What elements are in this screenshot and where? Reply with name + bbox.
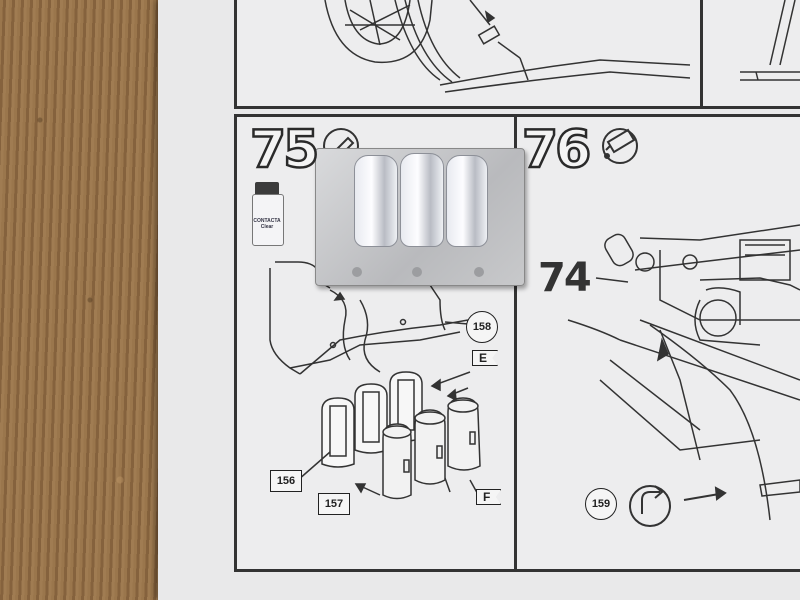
- clear-lens-3: [446, 155, 488, 247]
- lens-parts-157: [382, 397, 481, 500]
- clear-lens-2: [400, 153, 444, 247]
- top-panel-right: [700, 0, 800, 109]
- callout-74: 74: [538, 255, 592, 301]
- glue-jar-body: [252, 194, 284, 246]
- glue-tube-icon: [602, 128, 638, 164]
- wheel-drawing: [324, 0, 691, 93]
- top-right-drawing: [740, 0, 800, 81]
- top-panel-left: [234, 0, 706, 109]
- window-frame-drawing: [269, 261, 469, 375]
- part-label-159: 159: [585, 488, 617, 520]
- glue-jar: CONTACTA Clear: [251, 182, 284, 246]
- glue-jar-label: CONTACTA Clear: [253, 218, 281, 230]
- engine-drawing: [567, 224, 800, 521]
- sprue-gate-3: [474, 267, 484, 277]
- clear-lens-1: [354, 155, 398, 247]
- part-label-157: 157: [318, 493, 350, 515]
- sprue-gate-1: [352, 267, 362, 277]
- rotate-arrow-icon: [629, 485, 727, 527]
- glue-jar-lid: [255, 182, 279, 196]
- part-label-158: 158: [466, 311, 498, 343]
- part-label-156: 156: [270, 470, 302, 492]
- assembly-arrows-75: [297, 371, 481, 499]
- sprue-gate-2: [412, 267, 422, 277]
- step-number-75: 75: [249, 120, 321, 180]
- step-number-76: 76: [521, 120, 593, 180]
- clear-parts-sprue: [315, 148, 525, 286]
